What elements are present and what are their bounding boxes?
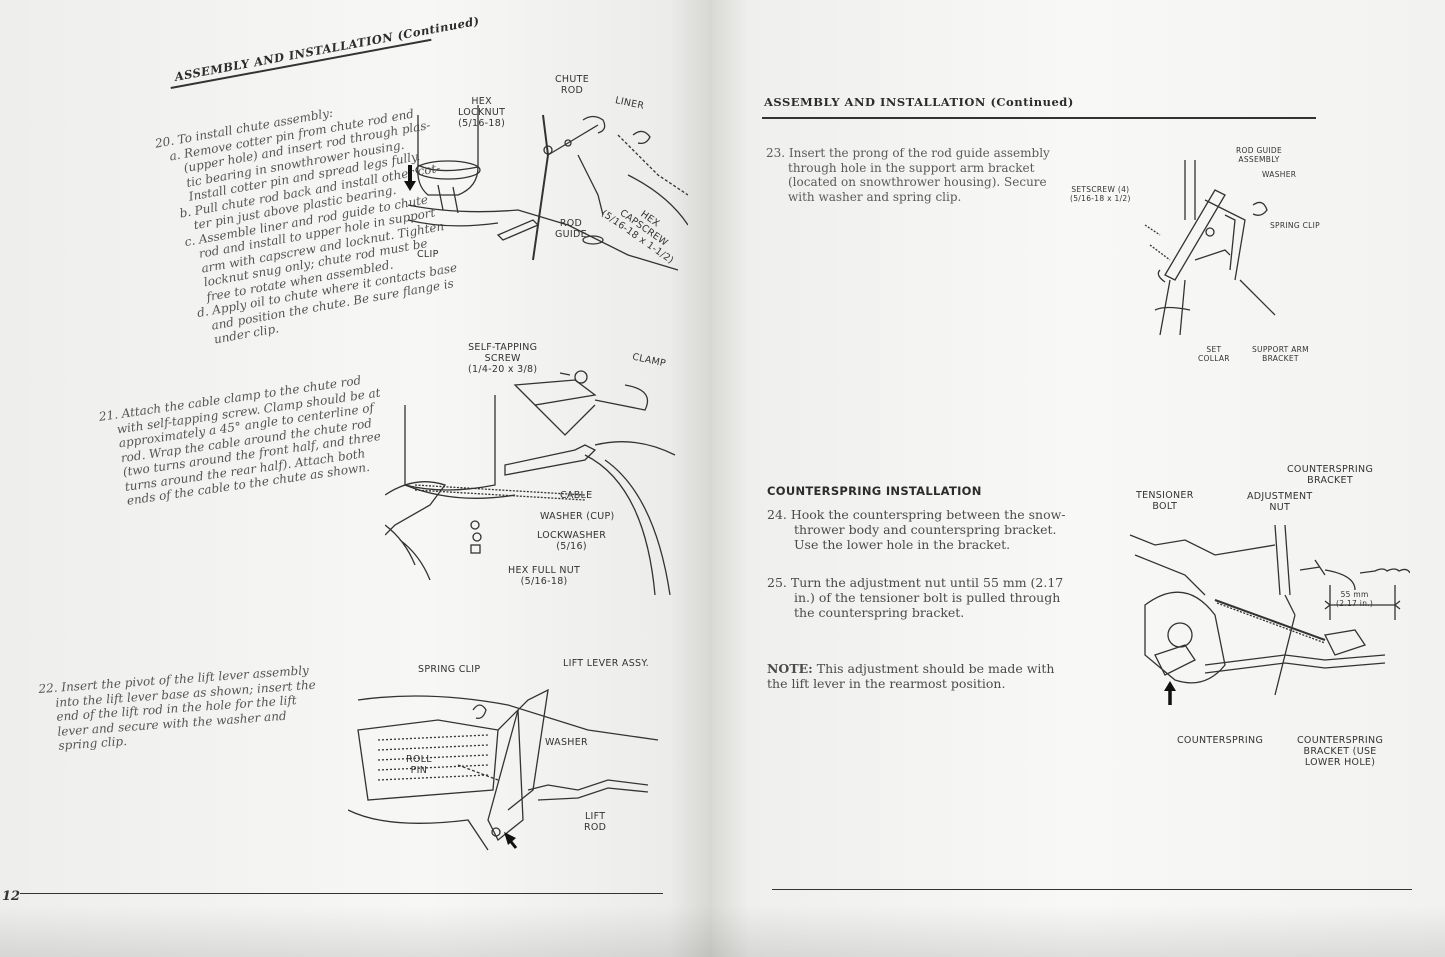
roll-pin-label-line: PIN bbox=[410, 765, 428, 776]
roll-pin-label-line: ROLL bbox=[406, 754, 432, 765]
counterspring-bracket-label: COUNTERSPRING BRACKET bbox=[1287, 464, 1373, 486]
counterspring-bracket-lower-label-line: BRACKET (USE bbox=[1303, 746, 1377, 757]
cable-clamp-illustration bbox=[385, 365, 685, 595]
adjustment-nut-label-line: ADJUSTMENT bbox=[1247, 491, 1313, 502]
washer-cup-label: WASHER (CUP) bbox=[540, 511, 615, 522]
hex-full-nut-label-line: (5/16-18) bbox=[520, 576, 568, 587]
lift-lever-illustration bbox=[348, 670, 668, 860]
note-line: This adjustment should be made with bbox=[812, 661, 1055, 676]
tensioner-bolt-label-line: TENSIONER bbox=[1136, 490, 1194, 501]
left-footer-rule bbox=[20, 893, 663, 895]
rod-guide-label-line: GUIDE bbox=[555, 229, 587, 240]
hex-locknut-label-line: HEX bbox=[471, 96, 492, 107]
note-line: the lift lever in the rearmost position. bbox=[767, 676, 1006, 691]
counterspring-heading: COUNTERSPRING INSTALLATION bbox=[767, 484, 982, 498]
step-25-line: the counterspring bracket. bbox=[794, 605, 965, 620]
chute-assembly-illustration bbox=[398, 95, 688, 275]
lift-rod-label-line: LIFT bbox=[584, 811, 606, 822]
roll-pin-label: ROLL PIN bbox=[406, 754, 432, 776]
setscrew-label: SETSCREW (4) (5/16-18 x 1/2) bbox=[1070, 185, 1131, 203]
self-tapping-screw-label-line: SCREW bbox=[484, 353, 521, 364]
spring-clip-label-right: SPRING CLIP bbox=[1270, 221, 1320, 230]
right-footer-rule bbox=[772, 889, 1412, 891]
adjustment-nut-label-line: NUT bbox=[1269, 502, 1291, 513]
lift-rod-label: LIFT ROD bbox=[584, 811, 606, 833]
step-25-text: 25. Turn the adjustment nut until 55 mm … bbox=[767, 575, 1063, 620]
washer-label: WASHER bbox=[545, 737, 588, 748]
lockwasher-label: LOCKWASHER (5/16) bbox=[537, 530, 606, 552]
right-header-title: ASSEMBLY AND INSTALLATION (Continued) bbox=[764, 95, 1074, 109]
support-arm-bracket-label-line: SUPPORT ARM bbox=[1252, 345, 1309, 354]
counterspring-bracket-lower-label-line: COUNTERSPRING bbox=[1297, 735, 1384, 746]
right-header-rule bbox=[762, 117, 1316, 119]
lockwasher-label-line: LOCKWASHER bbox=[537, 530, 607, 541]
note-first-line: NOTE: This adjustment should be made wit… bbox=[767, 661, 1054, 676]
note-text: NOTE: This adjustment should be made wit… bbox=[767, 661, 1054, 691]
adjustment-nut-label: ADJUSTMENT NUT bbox=[1247, 491, 1313, 513]
step-24-line: thrower body and counterspring bracket. bbox=[794, 522, 1057, 537]
setscrew-label-line: (5/16-18 x 1/2) bbox=[1070, 194, 1131, 203]
step-23-line: with washer and spring clip. bbox=[788, 189, 962, 204]
self-tapping-screw-label: SELF-TAPPING SCREW (1/4-20 x 3/8) bbox=[468, 342, 537, 375]
clip-label: CLIP bbox=[417, 249, 439, 260]
lockwasher-label-line: (5/16) bbox=[556, 541, 587, 552]
setscrew-label-line: SETSCREW (4) bbox=[1071, 185, 1130, 194]
step-23-line: through hole in the support arm bracket bbox=[788, 160, 1035, 175]
rod-guide-assembly-label: ROD GUIDE ASSEMBLY bbox=[1236, 146, 1282, 164]
lift-rod-label-line: ROD bbox=[584, 822, 607, 833]
washer-label-right: WASHER bbox=[1262, 170, 1297, 179]
set-collar-label-line: SET bbox=[1206, 345, 1222, 354]
right-page bbox=[712, 0, 1445, 957]
counterspring-bracket-label-line: BRACKET bbox=[1307, 475, 1353, 486]
spring-clip-label: SPRING CLIP bbox=[418, 664, 481, 675]
hex-full-nut-label: HEX FULL NUT (5/16-18) bbox=[508, 565, 580, 587]
counterspring-bracket-lower-label: COUNTERSPRING BRACKET (USE LOWER HOLE) bbox=[1297, 735, 1383, 768]
rod-guide-label: ROD GUIDE bbox=[555, 218, 587, 240]
hex-locknut-label: HEX LOCKNUT (5/16-18) bbox=[458, 96, 505, 129]
support-arm-bracket-label: SUPPORT ARM BRACKET bbox=[1252, 345, 1309, 363]
step-23-line: (located on snowthrower housing). Secure bbox=[788, 175, 1047, 189]
step-24-line: 24. Hook the counterspring between the s… bbox=[767, 507, 1066, 522]
left-page bbox=[0, 0, 712, 957]
note-label: NOTE: bbox=[767, 661, 813, 676]
bottom-shadow bbox=[0, 905, 1445, 957]
step-24-line: Use the lower hole in the bracket. bbox=[794, 537, 1011, 552]
step-23-text: 23. Insert the prong of the rod guide as… bbox=[766, 146, 1050, 204]
chute-rod-label: CHUTE ROD bbox=[555, 74, 589, 96]
measure-label-line: (2.17 in.) bbox=[1336, 599, 1374, 608]
support-arm-bracket-label-line: BRACKET bbox=[1262, 354, 1299, 363]
set-collar-label-line: COLLAR bbox=[1198, 354, 1230, 363]
counterspring-bracket-lower-label-line: LOWER HOLE) bbox=[1304, 757, 1376, 768]
tensioner-bolt-label: TENSIONER BOLT bbox=[1136, 490, 1194, 512]
counterspring-bracket-label-line: COUNTERSPRING bbox=[1287, 464, 1374, 475]
counterspring-illustration bbox=[1125, 515, 1410, 740]
hex-locknut-label-line: (5/16-18) bbox=[458, 118, 506, 129]
lift-lever-assy-label: LIFT LEVER ASSY. bbox=[563, 658, 649, 669]
left-page-number: 12 bbox=[2, 889, 21, 904]
measure-label-line: 55 mm bbox=[1340, 590, 1369, 599]
cable-label: CABLE bbox=[560, 490, 593, 501]
rod-guide-assembly-label-line: ROD GUIDE bbox=[1236, 146, 1283, 155]
set-collar-label: SET COLLAR bbox=[1198, 345, 1230, 363]
step-25-line: 25. Turn the adjustment nut until 55 mm … bbox=[767, 575, 1064, 590]
rod-guide-illustration bbox=[1135, 160, 1295, 340]
hex-locknut-label-line: LOCKNUT bbox=[458, 107, 506, 118]
hex-full-nut-label-line: HEX FULL NUT bbox=[508, 565, 581, 576]
rod-guide-assembly-label-line: ASSEMBLY bbox=[1238, 155, 1280, 164]
rod-guide-label-line: ROD bbox=[559, 218, 583, 229]
measure-label: 55 mm (2.17 in.) bbox=[1336, 590, 1373, 608]
step-25-line: in.) of the tensioner bolt is pulled thr… bbox=[794, 590, 1061, 605]
step-23-line: 23. Insert the prong of the rod guide as… bbox=[766, 146, 1050, 160]
step-24-text: 24. Hook the counterspring between the s… bbox=[767, 507, 1066, 552]
chute-rod-label-line: ROD bbox=[560, 85, 584, 96]
counterspring-label: COUNTERSPRING bbox=[1177, 735, 1264, 746]
chute-rod-label-line: CHUTE bbox=[555, 74, 590, 85]
tensioner-bolt-label-line: BOLT bbox=[1152, 501, 1178, 512]
self-tapping-screw-label-line: SELF-TAPPING bbox=[468, 342, 538, 353]
self-tapping-screw-label-line: (1/4-20 x 3/8) bbox=[468, 364, 538, 375]
